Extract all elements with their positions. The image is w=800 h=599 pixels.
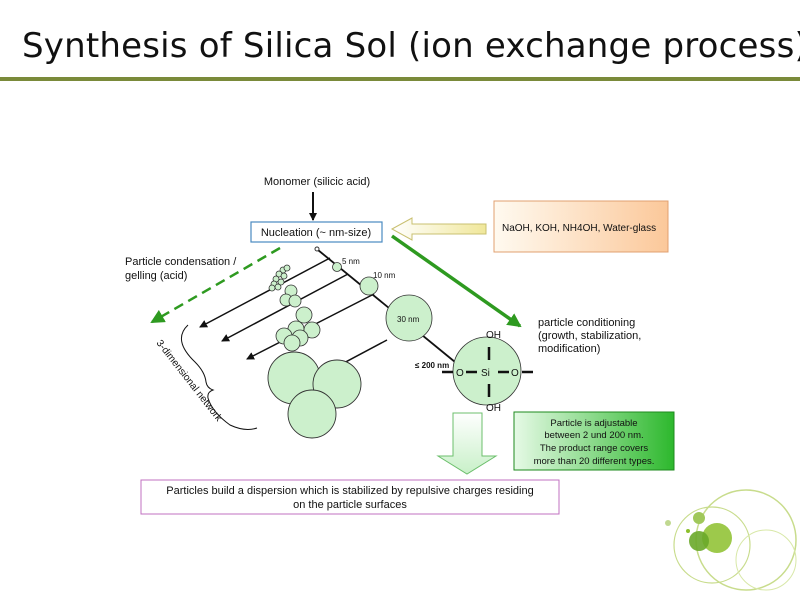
- size-label-10nm: 10 nm: [373, 271, 396, 280]
- network-label: 3-dimensional network: [154, 338, 225, 424]
- decorative-circles: [665, 489, 797, 591]
- dispersion-text: on the particle surfaces: [293, 499, 407, 511]
- reagents-arrow: [390, 217, 487, 241]
- adjustable-text: Particle is adjustable: [550, 418, 637, 429]
- monomer-label: Monomer (silicic acid): [264, 176, 370, 188]
- oh-bottom-label: OH: [486, 403, 501, 414]
- condensation-label: Particle condensation /: [125, 256, 237, 268]
- conditioning-label: particle conditioning: [538, 317, 635, 329]
- dispersion-down-arrow: [436, 412, 498, 475]
- network-bracket: [180, 324, 258, 430]
- dispersion-text: Particles build a dispersion which is st…: [166, 485, 533, 497]
- o-left-label: O: [456, 368, 464, 379]
- conditioning-label: modification): [538, 343, 600, 355]
- reagents-box: [493, 200, 669, 253]
- size-label-200nm: ≤ 200 nm: [415, 361, 449, 370]
- conditioning-arrow: [390, 234, 522, 328]
- size-label-30nm: 30 nm: [397, 315, 420, 324]
- nucleation-label: Nucleation (~ nm-size): [261, 227, 371, 239]
- nucleation-box: [250, 221, 383, 243]
- adjustable-text: more than 20 different types.: [534, 456, 655, 467]
- condensation-label: gelling (acid): [125, 270, 187, 282]
- dispersion-box: [140, 479, 560, 515]
- particle-10nm: [359, 276, 379, 296]
- condensation-arrow: [221, 273, 349, 342]
- medium-particle-cluster: [279, 284, 302, 308]
- particle-30nm: [385, 294, 433, 342]
- large-particle-cluster: [275, 306, 321, 352]
- gelling-arrow: [150, 246, 281, 324]
- o-right-label: O: [511, 368, 519, 379]
- reagents-label: NaOH, KOH, NH4OH, Water-glass: [502, 223, 656, 234]
- size-label-5nm: 5 nm: [342, 257, 360, 266]
- gel-network-particles: [267, 351, 362, 439]
- si-label: Si: [481, 368, 490, 379]
- slide-title: Synthesis of Silica Sol (ion exchange pr…: [22, 26, 800, 66]
- adjustable-text: between 2 und 200 nm.: [544, 430, 643, 441]
- condensation-arrow: [199, 257, 331, 328]
- oh-top-label: OH: [486, 330, 501, 341]
- small-particle-cluster: [268, 264, 291, 292]
- particle-5nm: [332, 262, 342, 272]
- particle-nucleus: [314, 246, 320, 252]
- adjustable-info-box: [513, 411, 675, 471]
- conditioning-label: (growth, stabilization,: [538, 330, 641, 342]
- adjustable-text: The product range covers: [540, 443, 649, 454]
- title-divider: [0, 77, 800, 81]
